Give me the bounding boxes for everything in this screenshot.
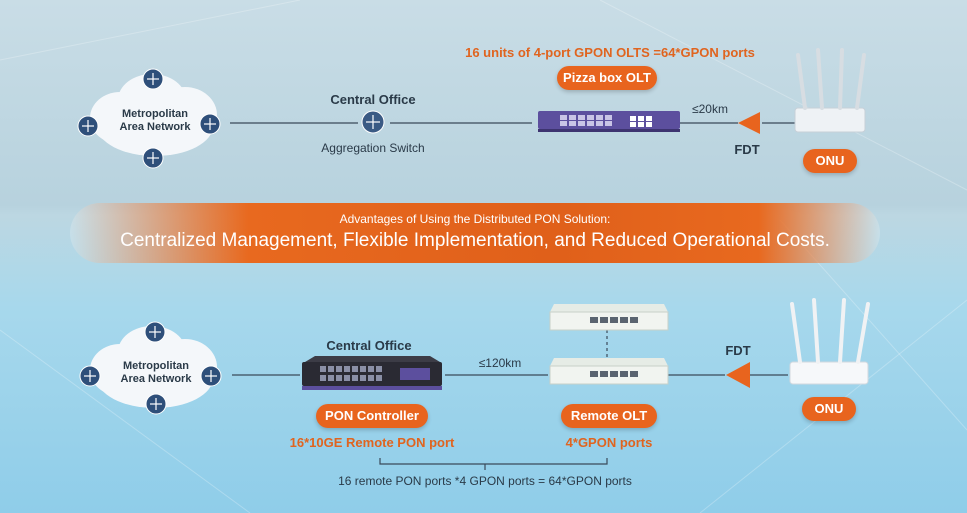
pon-controller-pill: PON Controller	[316, 404, 428, 428]
router-arrows	[82, 73, 380, 410]
top-distance-label: ≤20km	[692, 102, 728, 116]
bottom-metro-cloud	[90, 326, 217, 408]
bottom-onu-device	[789, 298, 870, 385]
gpon-ports-label: 4*GPON ports	[565, 435, 653, 450]
pizza-box-olt-pill: Pizza box OLT	[557, 66, 657, 90]
top-metro-label: Metropolitan Area Network	[119, 108, 191, 133]
remote-olt-device-upper	[549, 304, 669, 331]
summary-label: 16 remote PON ports *4 GPON ports = 64*G…	[338, 474, 632, 488]
bottom-metro-label: Metropolitan Area Network	[120, 360, 192, 385]
bottom-onu-pill: ONU	[802, 397, 856, 421]
top-fdt-label: FDT	[734, 142, 760, 157]
banner-title: Centralized Management, Flexible Impleme…	[120, 230, 830, 251]
bottom-fdt-label: FDT	[725, 343, 751, 358]
top-onu-device	[794, 48, 866, 133]
summary-bracket	[379, 458, 608, 465]
bottom-central-office-label: Central Office	[326, 338, 412, 353]
aggregation-switch-label: Aggregation Switch	[321, 141, 425, 155]
olt-capacity-note: 16 units of 4-port GPON OLTS =64*GPON po…	[465, 45, 755, 60]
pon-controller-device	[302, 356, 442, 390]
pon-ports-label: 16*10GE Remote PON port	[289, 435, 455, 450]
fdt-splitter-icon	[726, 112, 760, 388]
top-central-office-label: Central Office	[330, 92, 416, 107]
pizza-box-olt-device	[538, 111, 680, 132]
bottom-distance-label: ≤120km	[478, 356, 522, 370]
remote-olt-pill: Remote OLT	[561, 404, 657, 428]
remote-olt-device-lower	[549, 358, 669, 385]
advantages-banner: Advantages of Using the Distributed PON …	[70, 203, 880, 263]
banner-subtitle: Advantages of Using the Distributed PON …	[339, 212, 611, 226]
top-onu-pill: ONU	[803, 149, 857, 173]
